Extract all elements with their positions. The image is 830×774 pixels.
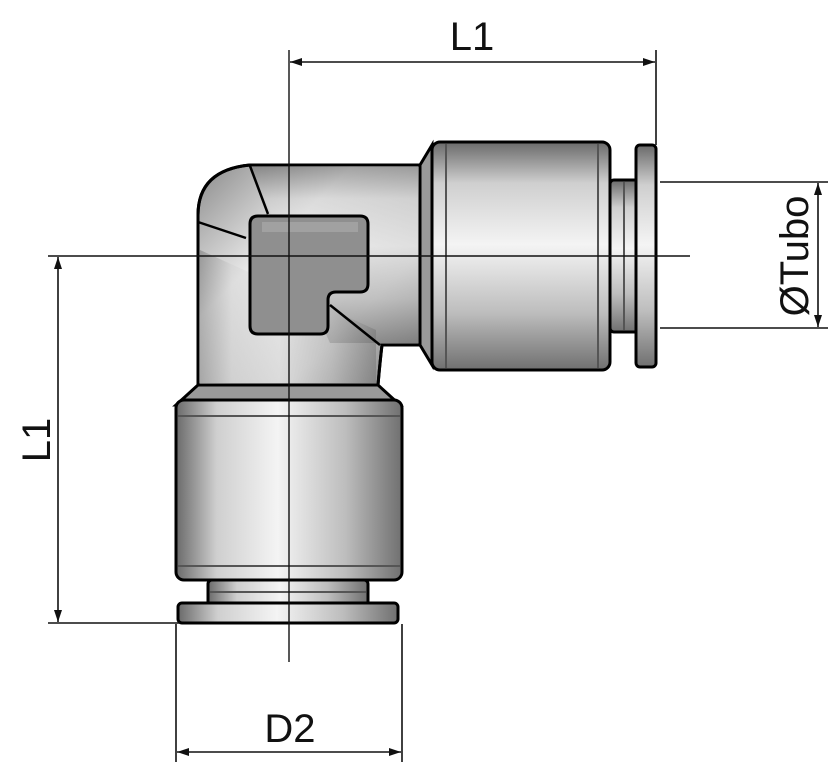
inner-bend-crease <box>329 304 381 346</box>
d2-label: D2 <box>264 707 315 751</box>
horizontal-collet-ring <box>418 139 434 371</box>
center-lines <box>48 50 690 662</box>
dimensions: L1 L1 D2 ØTubo <box>15 15 828 762</box>
bend-crease-lower <box>197 220 247 240</box>
left-l1-label: L1 <box>15 418 59 463</box>
top-l1-label: L1 <box>450 15 495 59</box>
mounting-face <box>248 214 370 336</box>
tube-diameter-label: ØTubo <box>773 196 817 317</box>
bend-crease <box>248 165 270 215</box>
fitting-body <box>172 139 658 625</box>
vertical-release-ring <box>176 601 400 625</box>
